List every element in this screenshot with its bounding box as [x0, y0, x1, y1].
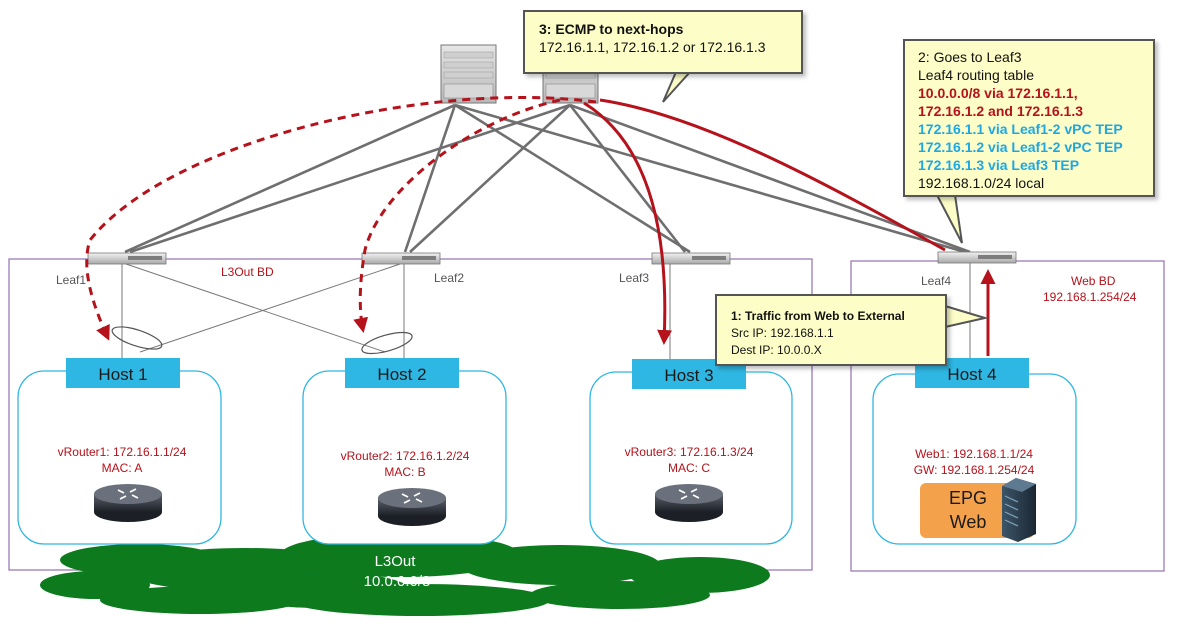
- host-1-line1: vRouter1: 172.16.1.1/24: [58, 445, 187, 459]
- host-3-line1: vRouter3: 172.16.1.3/24: [625, 445, 754, 459]
- path-spine-to-host3: [583, 101, 673, 345]
- leaf-switch-3: [651, 252, 731, 265]
- host-2-title: Host 2: [377, 365, 426, 384]
- routing-subtitle: Leaf4 routing table: [918, 67, 1034, 83]
- host-1-title: Host 1: [98, 365, 147, 384]
- router-icon: [378, 488, 446, 526]
- spine-leaf-links: [124, 103, 971, 254]
- l3out-bd-label: L3Out BD: [221, 265, 274, 279]
- path-spine-to-host1: [85, 96, 597, 341]
- host-2-line2: MAC: B: [384, 465, 425, 479]
- traffic-title: 1: Traffic from Web to External: [731, 309, 905, 323]
- l3out-name: L3Out: [375, 553, 417, 570]
- leaf-switch-2: [361, 252, 441, 265]
- routing-title: 2: Goes to Leaf3: [918, 49, 1022, 65]
- host-4-line2: GW: 192.168.1.254/24: [914, 463, 1035, 477]
- router-icon: [655, 484, 723, 522]
- route-blue-1: 172.16.1.1 via Leaf1-2 vPC TEP: [918, 121, 1123, 137]
- epg-line1: EPG: [949, 488, 987, 508]
- route-local: 192.168.1.0/24 local: [918, 175, 1045, 191]
- server-icon: [1002, 478, 1036, 542]
- leaf-label-3: Leaf3: [619, 271, 649, 285]
- leaf-switch-4: [937, 251, 1017, 264]
- router-icon: [94, 484, 162, 522]
- traffic-dst: Dest IP: 10.0.0.X: [731, 343, 822, 357]
- route-blue-3: 172.16.1.3 via Leaf3 TEP: [918, 157, 1080, 173]
- web-bd-subnet: 192.168.1.254/24: [1043, 290, 1137, 304]
- path-leaf4-to-spine: [599, 98, 946, 252]
- host-2-title-box: [345, 358, 459, 388]
- callout-3-pointer: [662, 71, 693, 103]
- host-3-line2: MAC: C: [668, 461, 710, 475]
- vpc-ellipse-1: [111, 326, 163, 350]
- host-1-line2: MAC: A: [102, 461, 143, 475]
- l3out-subnet: 10.0.0.0/8: [364, 573, 431, 590]
- host-2-line1: vRouter2: 172.16.1.2/24: [341, 449, 470, 463]
- leaf-label-4: Leaf4: [921, 274, 951, 288]
- traffic-paths: [85, 96, 996, 356]
- host-4-line1: Web1: 192.168.1.1/24: [915, 447, 1033, 461]
- callout-2-pointer: [935, 194, 963, 244]
- traffic-callout: 1: Traffic from Web to External Src IP: …: [715, 294, 947, 366]
- callout-1-pointer: [944, 304, 989, 329]
- ecmp-title: 3: ECMP to next-hops: [539, 21, 684, 37]
- leaf-host-links: [121, 262, 971, 362]
- vpc-ellipse-2: [361, 331, 413, 355]
- route-red-2: 172.16.1.2 and 172.16.1.3: [918, 103, 1084, 119]
- web-bd-name: Web BD: [1071, 274, 1116, 288]
- ecmp-body: 172.16.1.1, 172.16.1.2 or 172.16.1.3: [539, 39, 766, 55]
- leaf-label-2: Leaf2: [434, 271, 464, 285]
- route-blue-2: 172.16.1.2 via Leaf1-2 vPC TEP: [918, 139, 1123, 155]
- traffic-src: Src IP: 192.168.1.1: [731, 326, 834, 340]
- ecmp-callout: 3: ECMP to next-hops 172.16.1.1, 172.16.…: [523, 10, 803, 74]
- leaf-label-1: Leaf1: [56, 273, 86, 287]
- leaf-switch-1: [87, 252, 167, 265]
- spine-switch-1: [440, 44, 497, 104]
- host-1-title-box: [66, 358, 180, 388]
- path-spine-to-host2: [353, 98, 561, 333]
- routing-table-callout: 2: Goes to Leaf3 Leaf4 routing table 10.…: [903, 39, 1155, 197]
- epg-line2: Web: [950, 512, 987, 532]
- host-3-title: Host 3: [664, 366, 713, 385]
- host-4-title: Host 4: [947, 365, 996, 384]
- route-red-1: 10.0.0.0/8 via 172.16.1.1,: [918, 85, 1078, 101]
